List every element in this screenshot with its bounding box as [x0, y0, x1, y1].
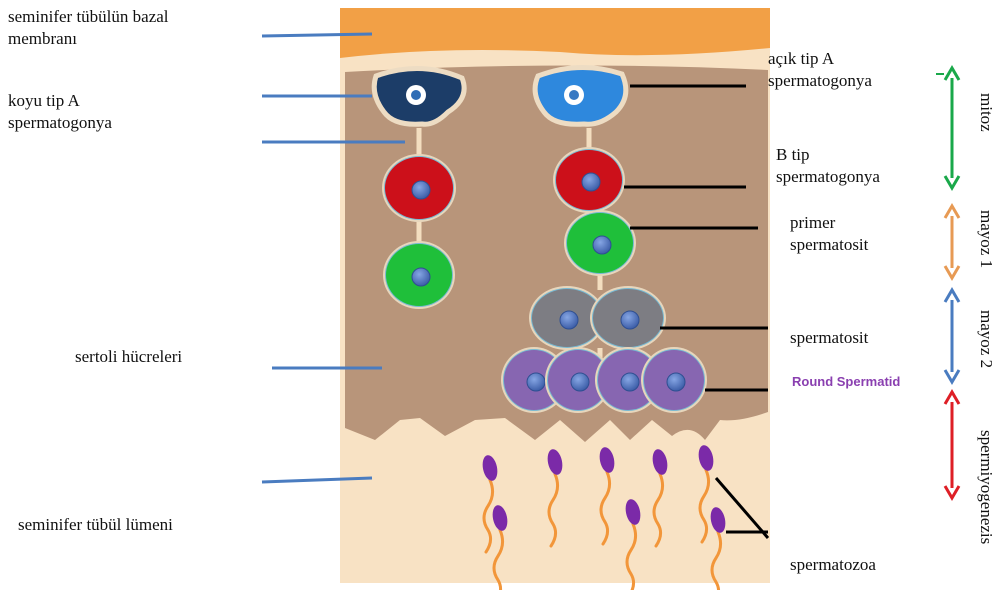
pale-type-a-cell: [535, 67, 626, 124]
meiosis-1-arrow: [945, 206, 959, 278]
label-sertoli-cells: sertoli hücreleri: [75, 346, 182, 368]
pointer-basal-membrane: [262, 34, 372, 36]
mitosis-arrow: [945, 68, 959, 188]
label-tubule-lumen: seminifer tübül lümeni: [18, 514, 173, 536]
b-type-cell-right: [553, 147, 625, 213]
stage-mitosis: mitoz: [976, 93, 996, 132]
basal-membrane: [340, 8, 770, 58]
stage-spermiogenesis: spermiyogenezis: [976, 430, 996, 544]
label-b-type: B tip spermatogonya: [776, 144, 880, 188]
spermatocyte-right: [590, 286, 666, 350]
label-round-spermatid: Round Spermatid: [792, 374, 900, 389]
stage-meiosis-2: mayoz 2: [976, 310, 996, 368]
meiosis-2-arrow: [945, 290, 959, 382]
stage-arrows: [945, 68, 959, 498]
stage-meiosis-1: mayoz 1: [976, 210, 996, 268]
label-spermatozoa: spermatozoa: [790, 554, 876, 576]
primary-spermatocyte-right: [564, 210, 636, 276]
spermiogenesis-arrow: [945, 392, 959, 498]
b-type-cell-left: [382, 154, 456, 222]
primary-spermatocyte-left: [383, 241, 455, 309]
label-dark-type-a: koyu tip A spermatogonya: [8, 90, 112, 134]
label-spermatocyte: spermatosit: [790, 327, 868, 349]
label-basal-membrane: seminifer tübülün bazal membranı: [8, 6, 169, 50]
label-pale-type-a: açık tip A spermatogonya: [768, 48, 872, 92]
label-primary-spermatocyte: primer spermatosit: [790, 212, 868, 256]
spermatid-4: [641, 347, 707, 413]
